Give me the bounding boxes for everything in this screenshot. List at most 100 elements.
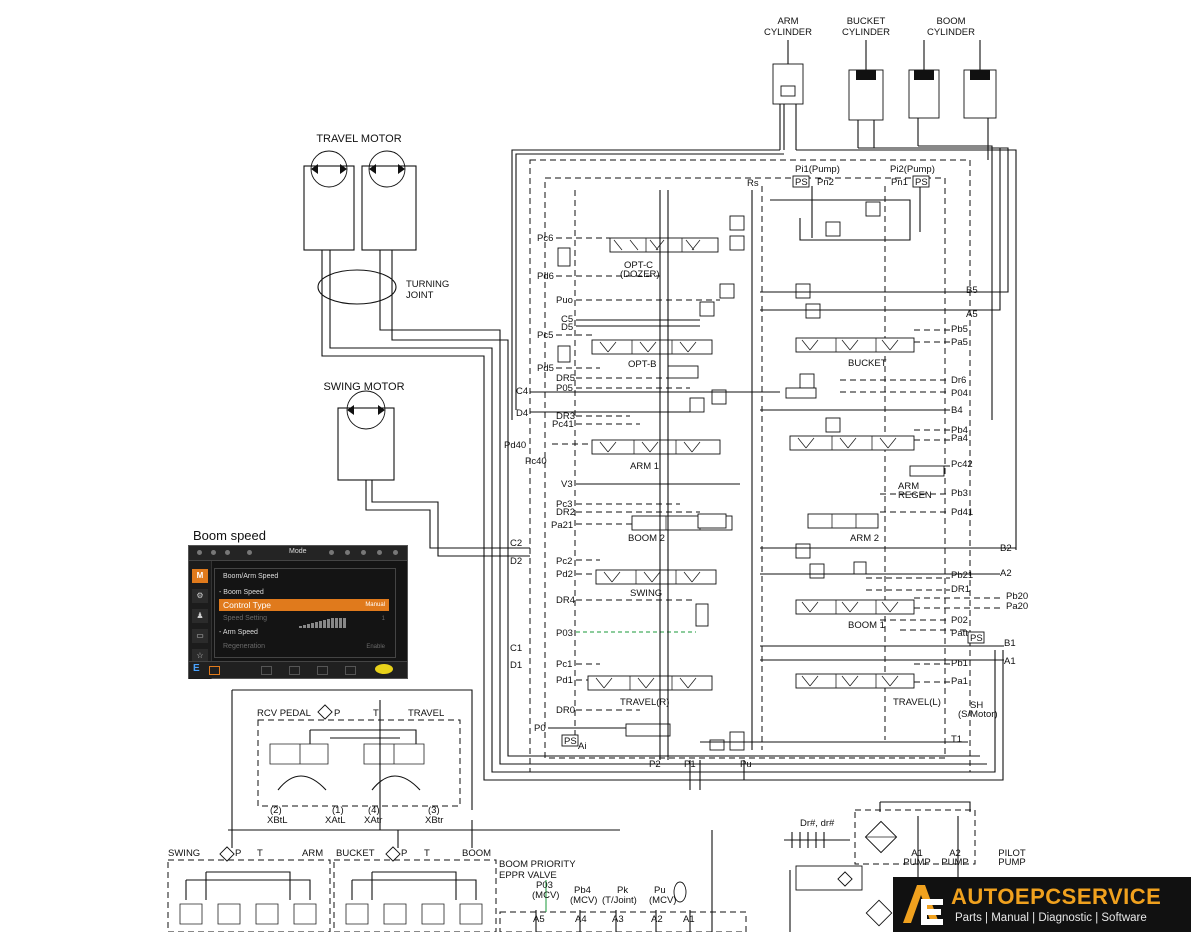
status-dot [393,550,398,555]
port-pd5: Pd5 [537,363,554,374]
bucket-cylinder-label-2: CYLINDER [842,27,890,38]
status-dot [225,550,230,555]
port-pi2: Pi2(Pump) [890,164,935,175]
arm-speed-section: - Arm Speed [219,627,389,639]
port-puo: Puo [556,295,573,306]
row-label: - Boom Speed [219,589,264,596]
turning-joint-label-2: JOINT [406,290,434,301]
port-p-pedal: P [334,708,340,719]
port-pa4: Pa4 [951,433,968,444]
port-p0: P0 [534,723,546,734]
port-a5: A5 [966,309,978,320]
port-dr5: DR5 [556,373,575,384]
port-dr3: DR3 [556,411,575,422]
port-pb21: Pb21 [951,570,973,581]
swing-motor-label: SWING MOTOR [323,381,404,393]
spool-travel-l [795,673,915,689]
autoepcservice-logo: AUTOEPCSERVICE Parts | Manual | Diagnost… [893,877,1191,932]
port-pc42: Pc42 [951,459,973,470]
spool-arm1 [591,439,721,455]
port-xatr: XAtr [364,815,382,826]
port-d1: D1 [510,660,522,671]
boom1-label: BOOM 1 [848,620,885,631]
port-rs: Rs [747,178,759,189]
side-tab-favorites[interactable]: ☆ [192,649,208,663]
port-pc6: Pc6 [537,233,553,244]
port-a1: A1 [1004,656,1016,667]
port-pc3: Pc3 [556,499,572,510]
speed-setting-row[interactable]: Speed Setting 1 [219,613,389,628]
port-pn1: Pn1 [891,177,908,188]
port-pk: Pk [617,885,628,896]
port-a3-bottom: A3 [612,914,624,925]
control-type-row[interactable]: Control Type Manual [219,599,389,611]
spool-arm-regen [789,435,945,477]
port-t1: T1 [951,734,962,745]
status-icon [345,666,356,675]
side-tab-user[interactable]: ♟ [192,609,208,623]
turning-joint [317,269,397,305]
right-port-labels: B5 A5 Pb5 Pa5 Dr6 P04 B4 Pb4 Pa4 Pc42 Pb… [951,285,1028,745]
row-value: Manual [365,602,385,608]
side-tab-display[interactable]: ▭ [192,629,208,643]
port-pk-2: (T/Joint) [602,895,637,906]
port-pa1: Pa1 [951,676,968,687]
port-p-bucket: P [401,848,407,859]
port-t-bucket: T [424,848,430,859]
bucket-cylinder [848,40,884,148]
port-ai: Ai [578,741,586,752]
row-value: 1 [381,616,385,622]
pilot-lines-right [700,291,1016,743]
spool-optb [591,339,713,355]
swing-rcv-label: SWING [168,848,200,859]
port-pa20: Pa20 [1006,601,1028,612]
pilot-pump-label-2: PUMP [998,857,1025,868]
travel-motor-label: TRAVEL MOTOR [316,133,401,145]
port-p-swing: P [235,848,241,859]
port-dr1: DR1 [951,584,970,595]
spool-labels: OPT-C (DOZER) OPT-B BUCKET ARM 1 ARM REG… [620,260,998,720]
arm-rcv-label: ARM [302,848,323,859]
port-ps-1: PS [795,177,808,188]
status-dot [377,550,382,555]
port-n2: (2) [270,805,282,816]
port-pu: Pu [740,759,752,770]
boom-priority-eppr [499,880,747,932]
port-d5: D5 [561,322,573,333]
port-p1: P1 [684,759,696,770]
swing-spool-label: SWING [630,588,662,599]
rcv-pedal-block [231,689,473,831]
sh-label: SH [970,700,983,711]
port-pc1: Pc1 [556,659,572,670]
boom-arm-speed-panel: Boom/Arm Speed - Boom Speed Control Type… [214,568,396,658]
port-pd1: Pd1 [556,675,573,686]
port-d4: D4 [516,408,528,419]
optb-label: OPT-B [628,359,657,370]
screen-top-bar: Mode [189,546,407,561]
status-icon [261,666,272,675]
panel-header: Boom/Arm Speed [223,573,279,580]
port-a5-bottom: A5 [533,914,545,925]
spool-travel-r [587,675,713,691]
port-dr2: DR2 [556,507,575,518]
boom-priority-label: BOOM PRIORITY [499,859,576,870]
side-tab-settings[interactable]: ⚙ [192,589,208,603]
spool-optc [609,237,719,253]
port-pi1: Pi1(Pump) [795,164,840,175]
boom2-label: BOOM 2 [628,533,665,544]
port-pc5: Pc5 [537,330,553,341]
turning-joint-label: TURNING [406,279,449,290]
row-label: Control Type [223,600,272,610]
arm-regen-label-2: REGEN [898,490,932,501]
port-pu-mcv: Pu [654,885,666,896]
boom-cylinders [908,40,997,146]
mode-label: Mode [289,548,307,555]
port-a4-bottom: A4 [575,914,587,925]
component-labels: TRAVEL MOTOR TURNING JOINT SWING MOTOR R… [168,133,1026,881]
settings-screen: Mode M ⚙ ♟ ▭ ☆ Boom/Arm Speed - Boom Spe… [188,545,408,679]
port-c2: C2 [510,538,522,549]
port-pb3: Pb3 [951,488,968,499]
port-dr: Dr#, dr# [800,818,835,829]
side-tab-mode[interactable]: M [192,569,208,583]
